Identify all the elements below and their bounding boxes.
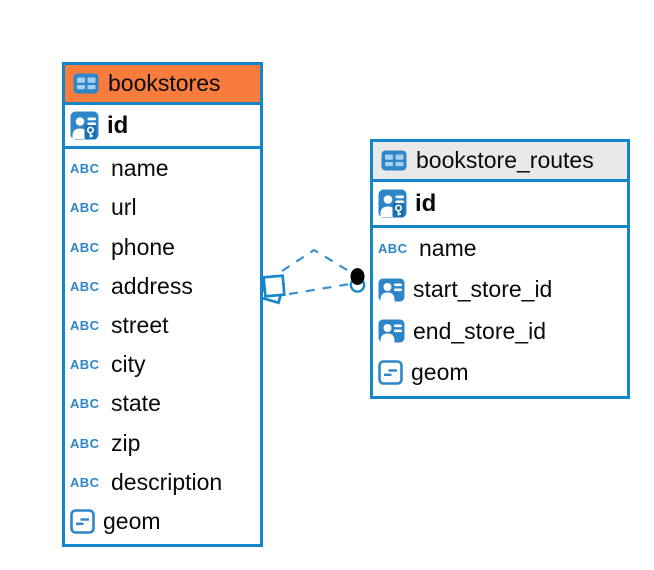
primary-key-icon <box>70 111 99 140</box>
column-label: geom <box>411 358 469 385</box>
column-row-description[interactable]: ABC description <box>65 463 260 502</box>
column-row-geom[interactable]: geom <box>373 352 627 393</box>
geometry-type-icon <box>378 360 403 385</box>
column-row-geom[interactable]: geom <box>65 502 260 541</box>
column-list: ABC name start_store_id end_store_id geo… <box>373 228 627 393</box>
table-icon <box>381 150 407 171</box>
relationship-line-lower[interactable] <box>288 282 351 296</box>
column-row-end-store-id[interactable]: end_store_id <box>373 311 627 352</box>
column-label: geom <box>103 507 161 534</box>
column-label: end_store_id <box>413 317 546 344</box>
foreign-key-reference-icon <box>378 278 405 302</box>
text-type-icon: ABC <box>70 474 100 490</box>
text-type-icon: ABC <box>378 241 408 257</box>
text-type-icon: ABC <box>70 161 100 177</box>
table-icon <box>73 73 99 94</box>
column-row-phone[interactable]: ABC phone <box>65 227 260 266</box>
column-label: state <box>111 390 161 417</box>
column-label: zip <box>111 429 141 456</box>
primary-key-icon <box>378 189 407 218</box>
one-end-marker[interactable] <box>349 268 366 293</box>
column-label: description <box>111 468 223 495</box>
column-row-url[interactable]: ABC url <box>65 188 260 227</box>
text-type-icon: ABC <box>70 435 100 451</box>
column-row-name[interactable]: ABC name <box>65 149 260 188</box>
column-label: url <box>111 194 137 221</box>
text-type-icon: ABC <box>70 396 100 412</box>
column-label: phone <box>111 233 175 260</box>
column-row-city[interactable]: ABC city <box>65 345 260 384</box>
column-label: street <box>111 311 169 338</box>
table-bookstores[interactable]: bookstores id ABC name ABC url ABC phone… <box>62 62 263 547</box>
table-title: bookstores <box>108 70 221 96</box>
column-row-zip[interactable]: ABC zip <box>65 423 260 462</box>
column-row-id[interactable]: id <box>65 105 260 149</box>
text-type-icon: ABC <box>70 200 100 216</box>
column-label: address <box>111 272 193 299</box>
column-label: id <box>107 111 129 139</box>
column-row-street[interactable]: ABC street <box>65 306 260 345</box>
column-label: start_store_id <box>413 276 553 303</box>
column-label: name <box>419 235 477 262</box>
table-bookstores-header[interactable]: bookstores <box>65 65 260 105</box>
column-label: city <box>111 351 146 378</box>
table-bookstore-routes[interactable]: bookstore_routes id ABC name start_store… <box>370 139 630 399</box>
column-list: ABC name ABC url ABC phone ABC address A… <box>65 149 260 541</box>
column-row-start-store-id[interactable]: start_store_id <box>373 269 627 310</box>
text-type-icon: ABC <box>70 317 100 333</box>
relationship-line-upper[interactable] <box>281 248 353 274</box>
column-row-id[interactable]: id <box>373 182 627 228</box>
table-title: bookstore_routes <box>416 147 594 173</box>
column-row-state[interactable]: ABC state <box>65 384 260 423</box>
column-label: name <box>111 155 169 182</box>
many-end-marker[interactable] <box>258 274 286 305</box>
column-row-address[interactable]: ABC address <box>65 267 260 306</box>
column-row-name[interactable]: ABC name <box>373 228 627 269</box>
geometry-type-icon <box>70 509 95 534</box>
foreign-key-reference-icon <box>378 319 405 343</box>
column-label: id <box>415 189 437 217</box>
table-bookstore-routes-header[interactable]: bookstore_routes <box>373 142 627 182</box>
text-type-icon: ABC <box>70 239 100 255</box>
text-type-icon: ABC <box>70 278 100 294</box>
text-type-icon: ABC <box>70 357 100 373</box>
